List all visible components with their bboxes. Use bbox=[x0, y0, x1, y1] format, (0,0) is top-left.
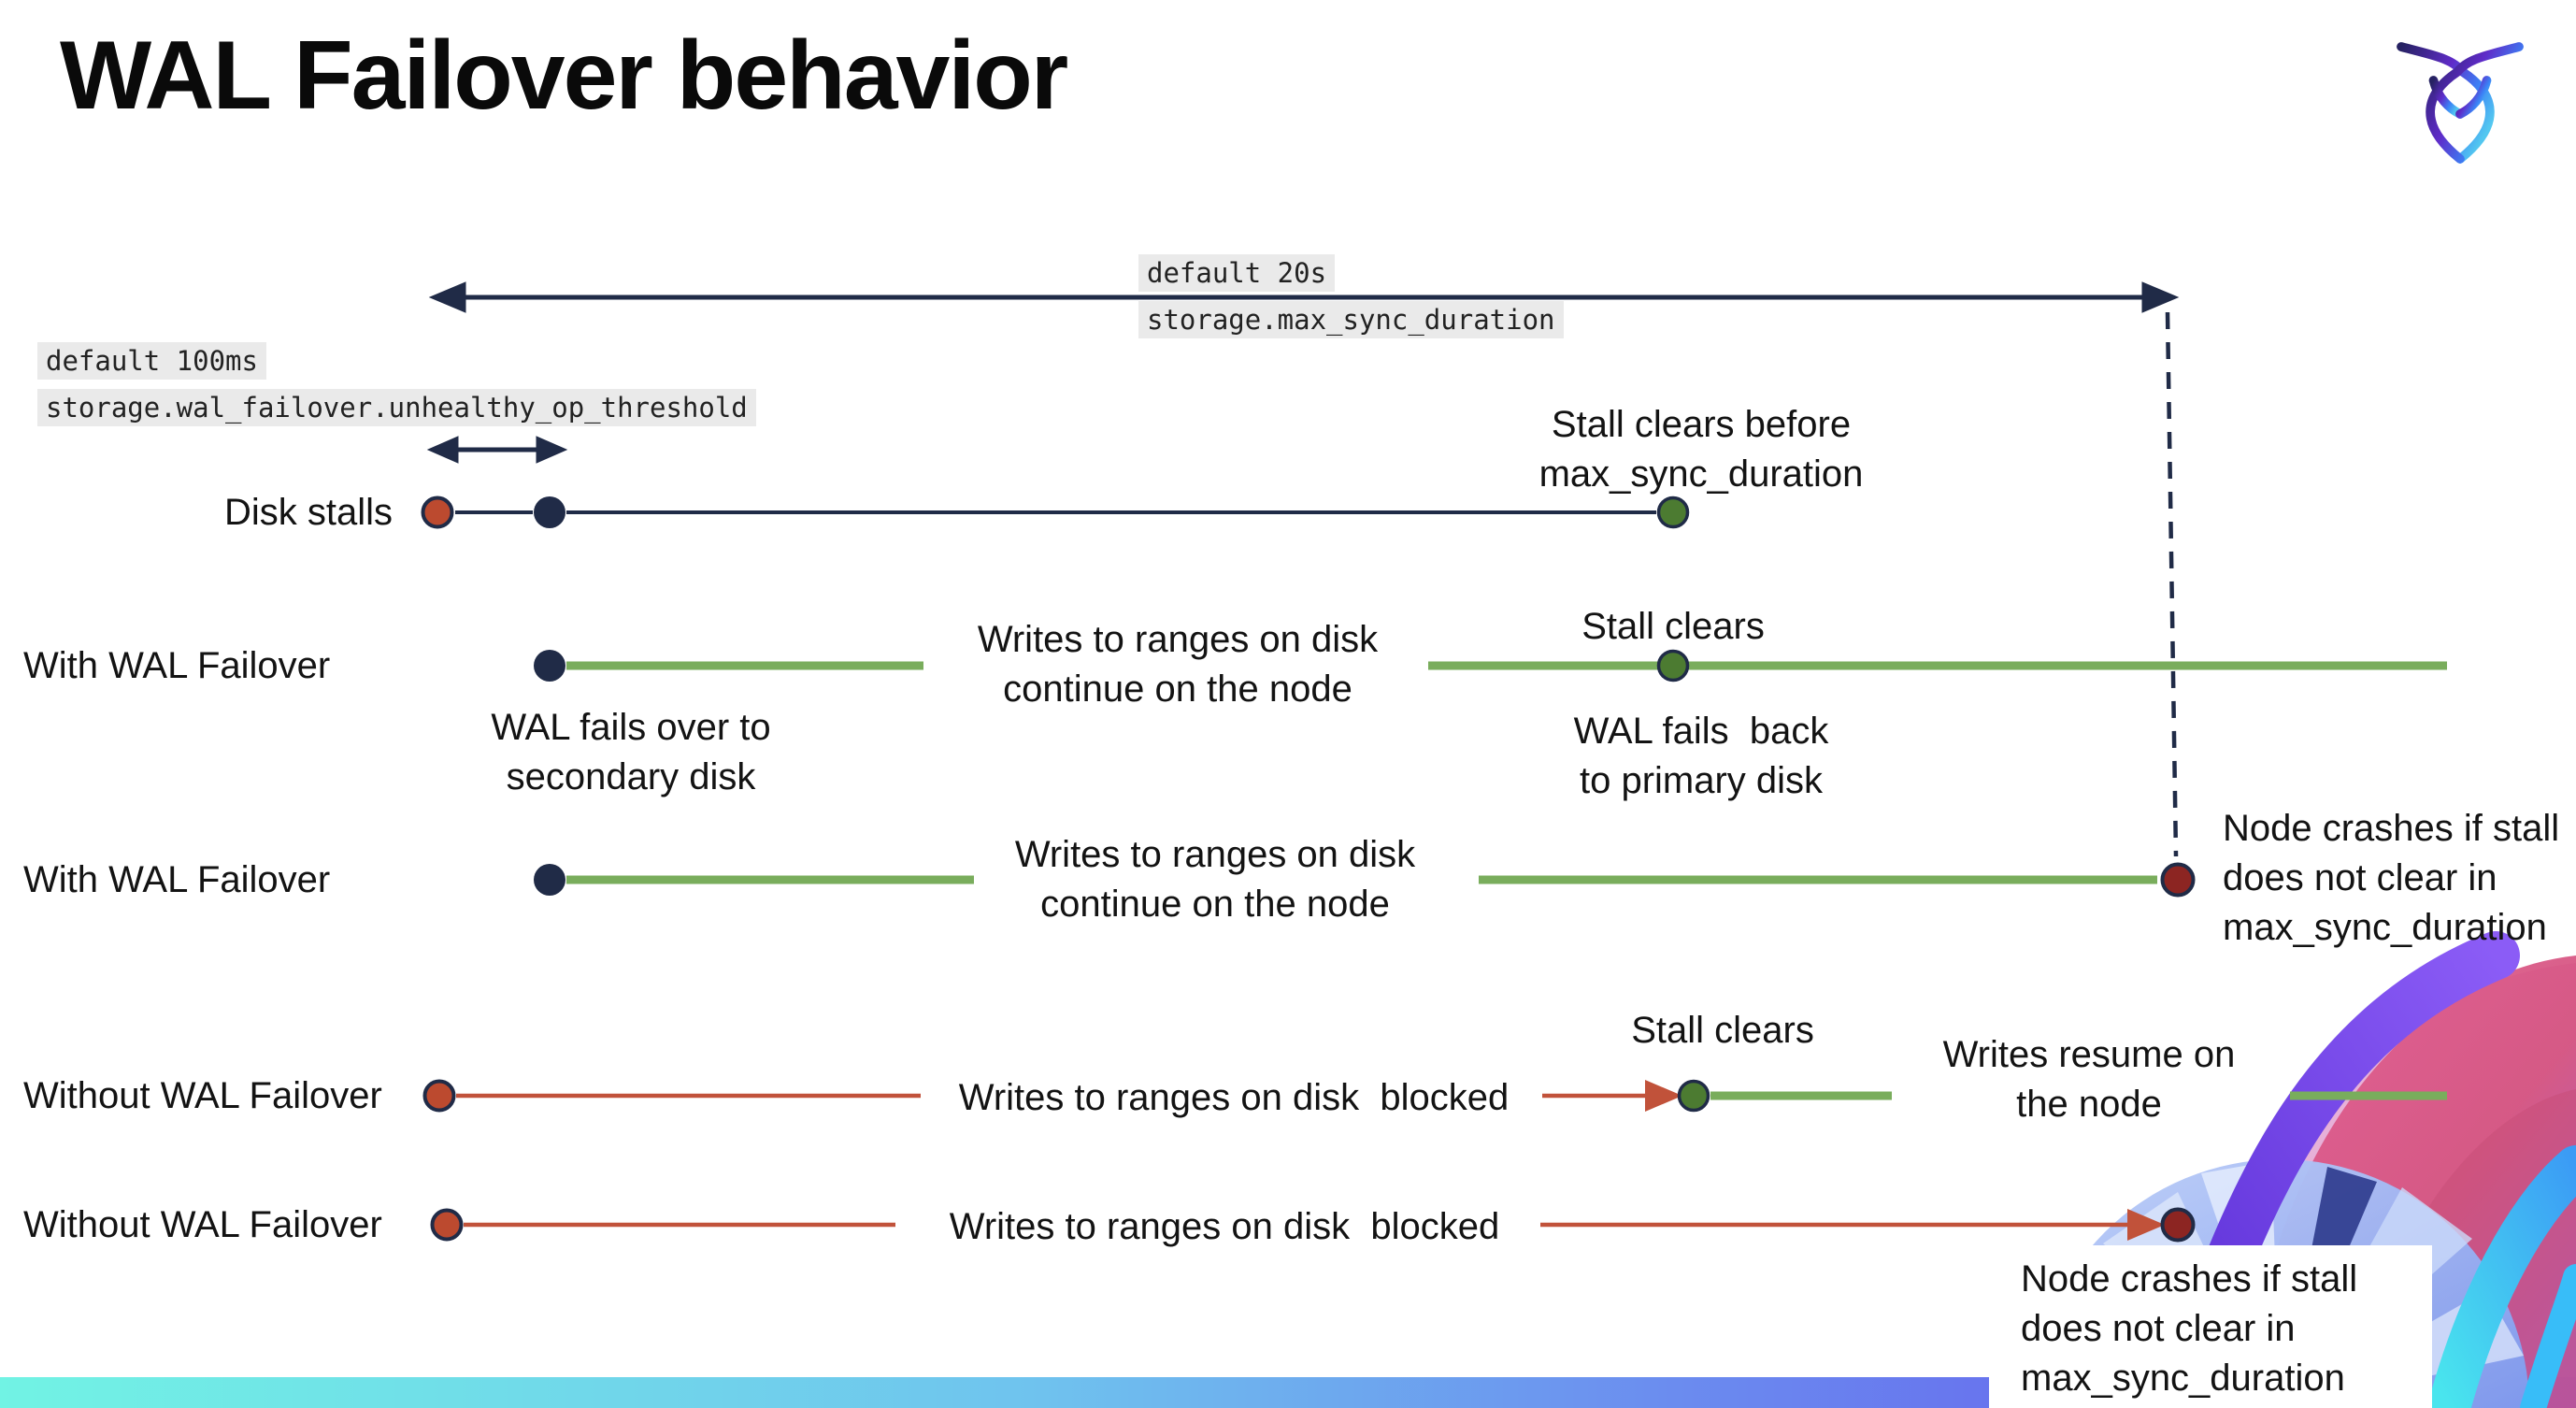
unhealthy-op-threshold-setting-name: storage.wal_failover.unhealthy_op_thresh… bbox=[37, 389, 756, 426]
row4-stall-clears-dot bbox=[1677, 1079, 1710, 1113]
max-sync-dashed-drop-line bbox=[2165, 311, 2179, 857]
row5-blocked-annotation: Writes to ranges on disk blocked bbox=[949, 1206, 1500, 1247]
max-sync-duration-arrow bbox=[428, 281, 2180, 313]
max-sync-arrow-left-head bbox=[428, 281, 466, 313]
row4-label: Without WAL Failover bbox=[23, 1075, 382, 1116]
row1-stall-clears-dot bbox=[1656, 496, 1690, 529]
logo-left-antenna-right-body bbox=[2397, 42, 2495, 164]
cockroachdb-logo-icon bbox=[2397, 42, 2524, 164]
row1-threshold-dot bbox=[534, 496, 565, 528]
row3-failover-dot bbox=[534, 864, 565, 896]
row4-red-arrow-head bbox=[1645, 1080, 1682, 1112]
art-blue-arc bbox=[2520, 1264, 2576, 1408]
unhealthy-op-threshold-arrow bbox=[426, 436, 568, 464]
row-without-wal-failover-2 bbox=[430, 1207, 2196, 1243]
row4-blocked-annotation: Writes to ranges on disk blocked bbox=[958, 1077, 1510, 1118]
row1-stall-clears-annotation: Stall clears before max_sync_duration bbox=[1538, 404, 1864, 495]
row2-stall-clears-label: Stall clears bbox=[1581, 606, 1765, 647]
art-cyan-arc bbox=[2427, 1145, 2576, 1408]
unhealthy-op-threshold-setting-callout: default 100ms storage.wal_failover.unhea… bbox=[37, 342, 756, 426]
unhealthy-op-threshold-default-label: default 100ms bbox=[37, 342, 266, 380]
row4-resume-annotation: Writes resume on the node bbox=[1942, 1034, 2236, 1125]
row2-failover-annotation: WAL fails over to secondary disk bbox=[491, 707, 771, 797]
row5-stall-start-dot bbox=[430, 1208, 464, 1242]
logo-branch-right bbox=[2455, 76, 2492, 119]
row4-stall-start-dot bbox=[422, 1079, 456, 1113]
row3-crash-annotation: Node crashes if stall does not clear in … bbox=[2223, 808, 2560, 948]
max-sync-duration-setting-name: storage.max_sync_duration bbox=[1138, 301, 1564, 338]
max-sync-arrow-right-head bbox=[2141, 281, 2180, 313]
row2-stall-clears-dot bbox=[1656, 649, 1690, 682]
row2-failover-dot bbox=[534, 650, 565, 682]
logo-right-antenna-left-body bbox=[2426, 42, 2524, 164]
row5-crash-callout-box: Node crashes if stall does not clear in … bbox=[1989, 1245, 2432, 1408]
row3-writes-annotation: Writes to ranges on disk continue on the… bbox=[1014, 834, 1416, 925]
row5-crash-annotation: Node crashes if stall does not clear in … bbox=[2021, 1258, 2358, 1399]
page-title: WAL Failover behavior bbox=[60, 22, 1068, 130]
threshold-arrow-right-head bbox=[536, 436, 568, 464]
max-sync-duration-setting-callout: default 20s storage.max_sync_duration bbox=[1138, 254, 1564, 338]
row2-failback-annotation: WAL fails back to primary disk bbox=[1573, 711, 1829, 801]
row-without-wal-failover-1 bbox=[422, 1079, 2447, 1113]
row-disk-stalls bbox=[421, 496, 1690, 529]
row2-writes-annotation: Writes to ranges on disk continue on the… bbox=[977, 619, 1379, 710]
threshold-arrow-left-head bbox=[426, 436, 459, 464]
max-sync-duration-default-label: default 20s bbox=[1138, 254, 1336, 292]
row3-crash-dot bbox=[2160, 862, 2196, 898]
row2-label: With WAL Failover bbox=[23, 645, 331, 686]
row5-crash-dot bbox=[2160, 1207, 2196, 1243]
row5-label: Without WAL Failover bbox=[23, 1204, 382, 1245]
row-with-wal-failover-1 bbox=[534, 649, 2447, 682]
row1-stall-start-dot bbox=[421, 496, 454, 529]
row4-stall-clears-label: Stall clears bbox=[1631, 1010, 1814, 1051]
row-with-wal-failover-2 bbox=[534, 862, 2196, 898]
row3-label: With WAL Failover bbox=[23, 859, 331, 900]
row1-label: Disk stalls bbox=[224, 492, 394, 533]
row5-red-arrow-head bbox=[2127, 1209, 2165, 1241]
